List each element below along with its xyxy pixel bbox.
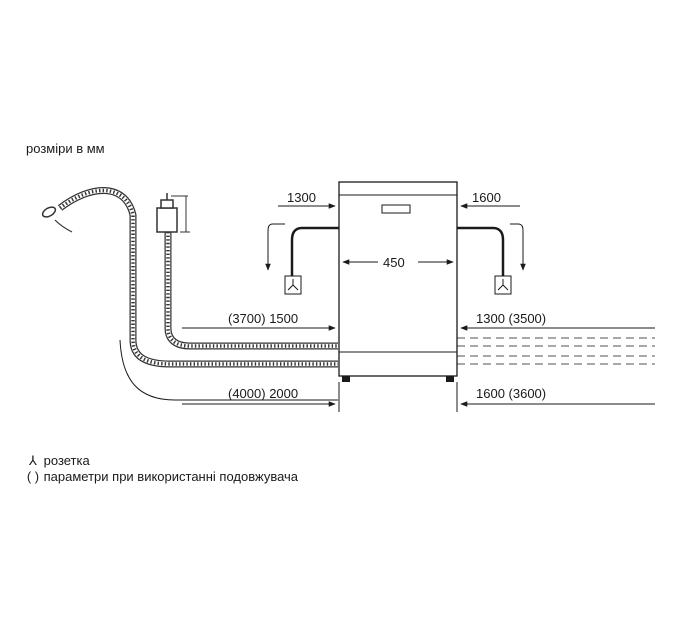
mid-right-dimension: 1300 (3500) xyxy=(476,311,546,326)
right-socket xyxy=(457,223,526,295)
bottom-left-dimension: (4000) 2000 xyxy=(228,386,298,401)
top-right-dimension: 1600 xyxy=(472,190,501,205)
legend-parentheses: ( ) параметри при використанні подовжува… xyxy=(26,469,298,485)
drain-hose xyxy=(41,187,338,368)
inlet-hose xyxy=(156,193,338,350)
right-extension-lines xyxy=(457,337,655,365)
door-handle xyxy=(381,204,411,214)
left-socket xyxy=(265,223,339,295)
bottom-right-dimension: 1600 (3600) xyxy=(476,386,546,401)
top-left-dimension: 1300 xyxy=(287,190,316,205)
width-dimension: 450 xyxy=(383,255,405,270)
legend-socket-label: розетка xyxy=(43,453,90,468)
legend-socket: ⅄ розетка xyxy=(26,453,298,469)
legend: ⅄ розетка ( ) параметри при використанні… xyxy=(26,453,298,485)
power-cable xyxy=(119,339,338,401)
dishwasher xyxy=(338,181,458,382)
legend-parentheses-label: параметри при використанні подовжувача xyxy=(43,469,299,484)
parentheses-symbol: ( ) xyxy=(26,469,40,484)
mid-left-dimension: (3700) 1500 xyxy=(228,311,298,326)
socket-icon: ⅄ xyxy=(29,453,37,468)
aquastop-box xyxy=(156,207,178,233)
unit-note: розміри в мм xyxy=(26,141,105,156)
